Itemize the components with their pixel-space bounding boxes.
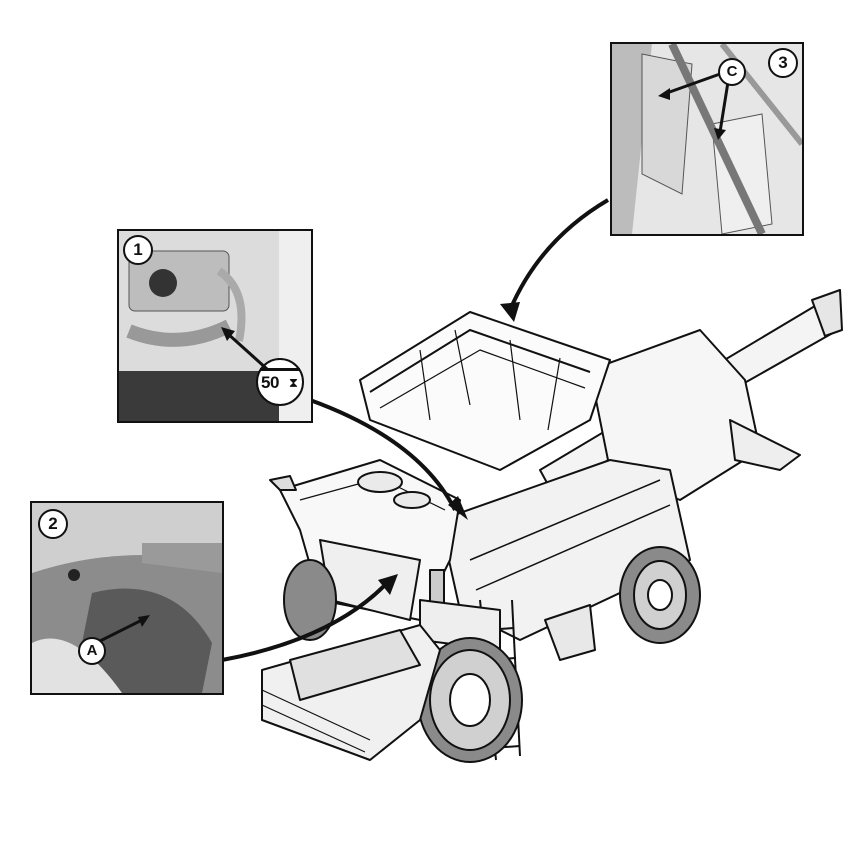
hourglass-icon: ⧗ — [288, 375, 298, 390]
inset-3-number: 3 — [768, 48, 798, 78]
inset-3-frame: 3 C — [610, 42, 804, 236]
leader-arrow-inset-2 — [221, 583, 387, 662]
inset-1-pointer — [221, 327, 269, 371]
inset-2-number: 2 — [38, 509, 68, 539]
inset-2-frame: 2 A — [30, 501, 224, 695]
inset-1-number: 1 — [123, 235, 153, 265]
service-interval-value: 50 — [261, 373, 279, 392]
callout-c: C — [718, 58, 746, 86]
callout-a: A — [78, 637, 106, 665]
leader-arrow-inset-3 — [508, 198, 610, 311]
inset-3-photo — [612, 44, 802, 234]
inset-3-pointers — [658, 72, 730, 140]
inset-2-pointer — [99, 615, 150, 643]
inset-1-frame: 1 50 ⧗ — [117, 229, 313, 423]
interval-bar — [260, 368, 300, 371]
leader-arrow-inset-1 — [309, 398, 457, 511]
